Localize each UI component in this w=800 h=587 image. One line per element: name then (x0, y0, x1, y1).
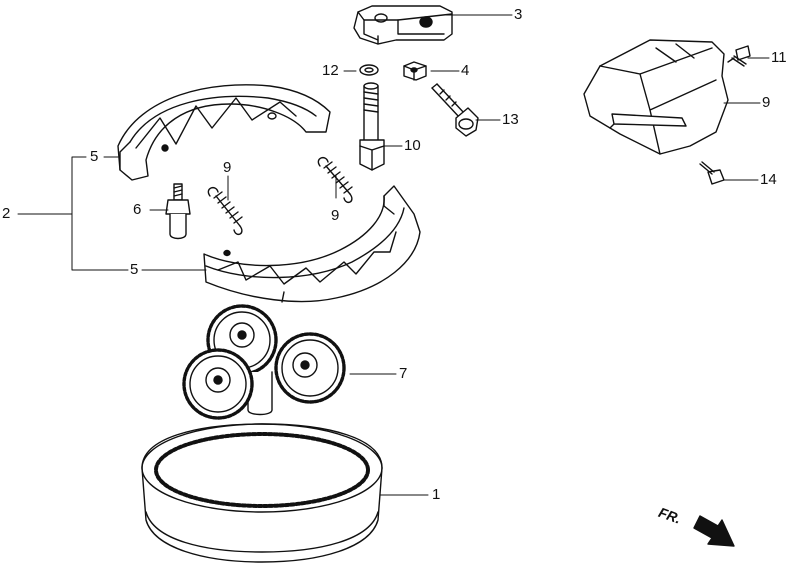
brake-shoe-upper (117, 84, 331, 181)
callout-3: 3 (514, 6, 523, 23)
cam-lever-part (353, 5, 453, 45)
screw-upper-part (727, 45, 751, 67)
callout-4: 4 (461, 62, 470, 79)
brake-cam-shaft-part (359, 82, 385, 171)
screw-lower-part (699, 161, 725, 185)
brake-shoe-lower (203, 185, 421, 303)
callout-12: 12 (322, 62, 339, 79)
callout-2: 2 (2, 205, 11, 222)
callout-13: 13 (502, 111, 519, 128)
leader-lines (17, 14, 770, 496)
callout-1: 1 (432, 486, 441, 503)
callout-7: 7 (399, 365, 408, 382)
callout-10: 10 (404, 137, 421, 154)
callout-9-left: 9 (223, 159, 232, 176)
callout-5-lower: 5 (130, 261, 139, 278)
nut-part (403, 61, 427, 81)
callout-11: 11 (771, 49, 787, 66)
ring-gear-drum (141, 423, 383, 563)
callout-5-upper: 5 (90, 148, 99, 165)
panel-cover-part (583, 39, 729, 155)
callout-8: 9 (762, 94, 771, 111)
anchor-pin-part (165, 183, 191, 240)
front-direction-arrow-icon (693, 515, 735, 547)
planetary-gear-set (182, 304, 346, 420)
washer-part (359, 64, 379, 76)
callout-9-right: 9 (331, 207, 340, 224)
return-spring-right (317, 156, 353, 204)
callout-6: 6 (133, 201, 142, 218)
bolt-part (431, 83, 479, 137)
return-spring-left (207, 186, 243, 236)
callout-14: 14 (760, 171, 777, 188)
